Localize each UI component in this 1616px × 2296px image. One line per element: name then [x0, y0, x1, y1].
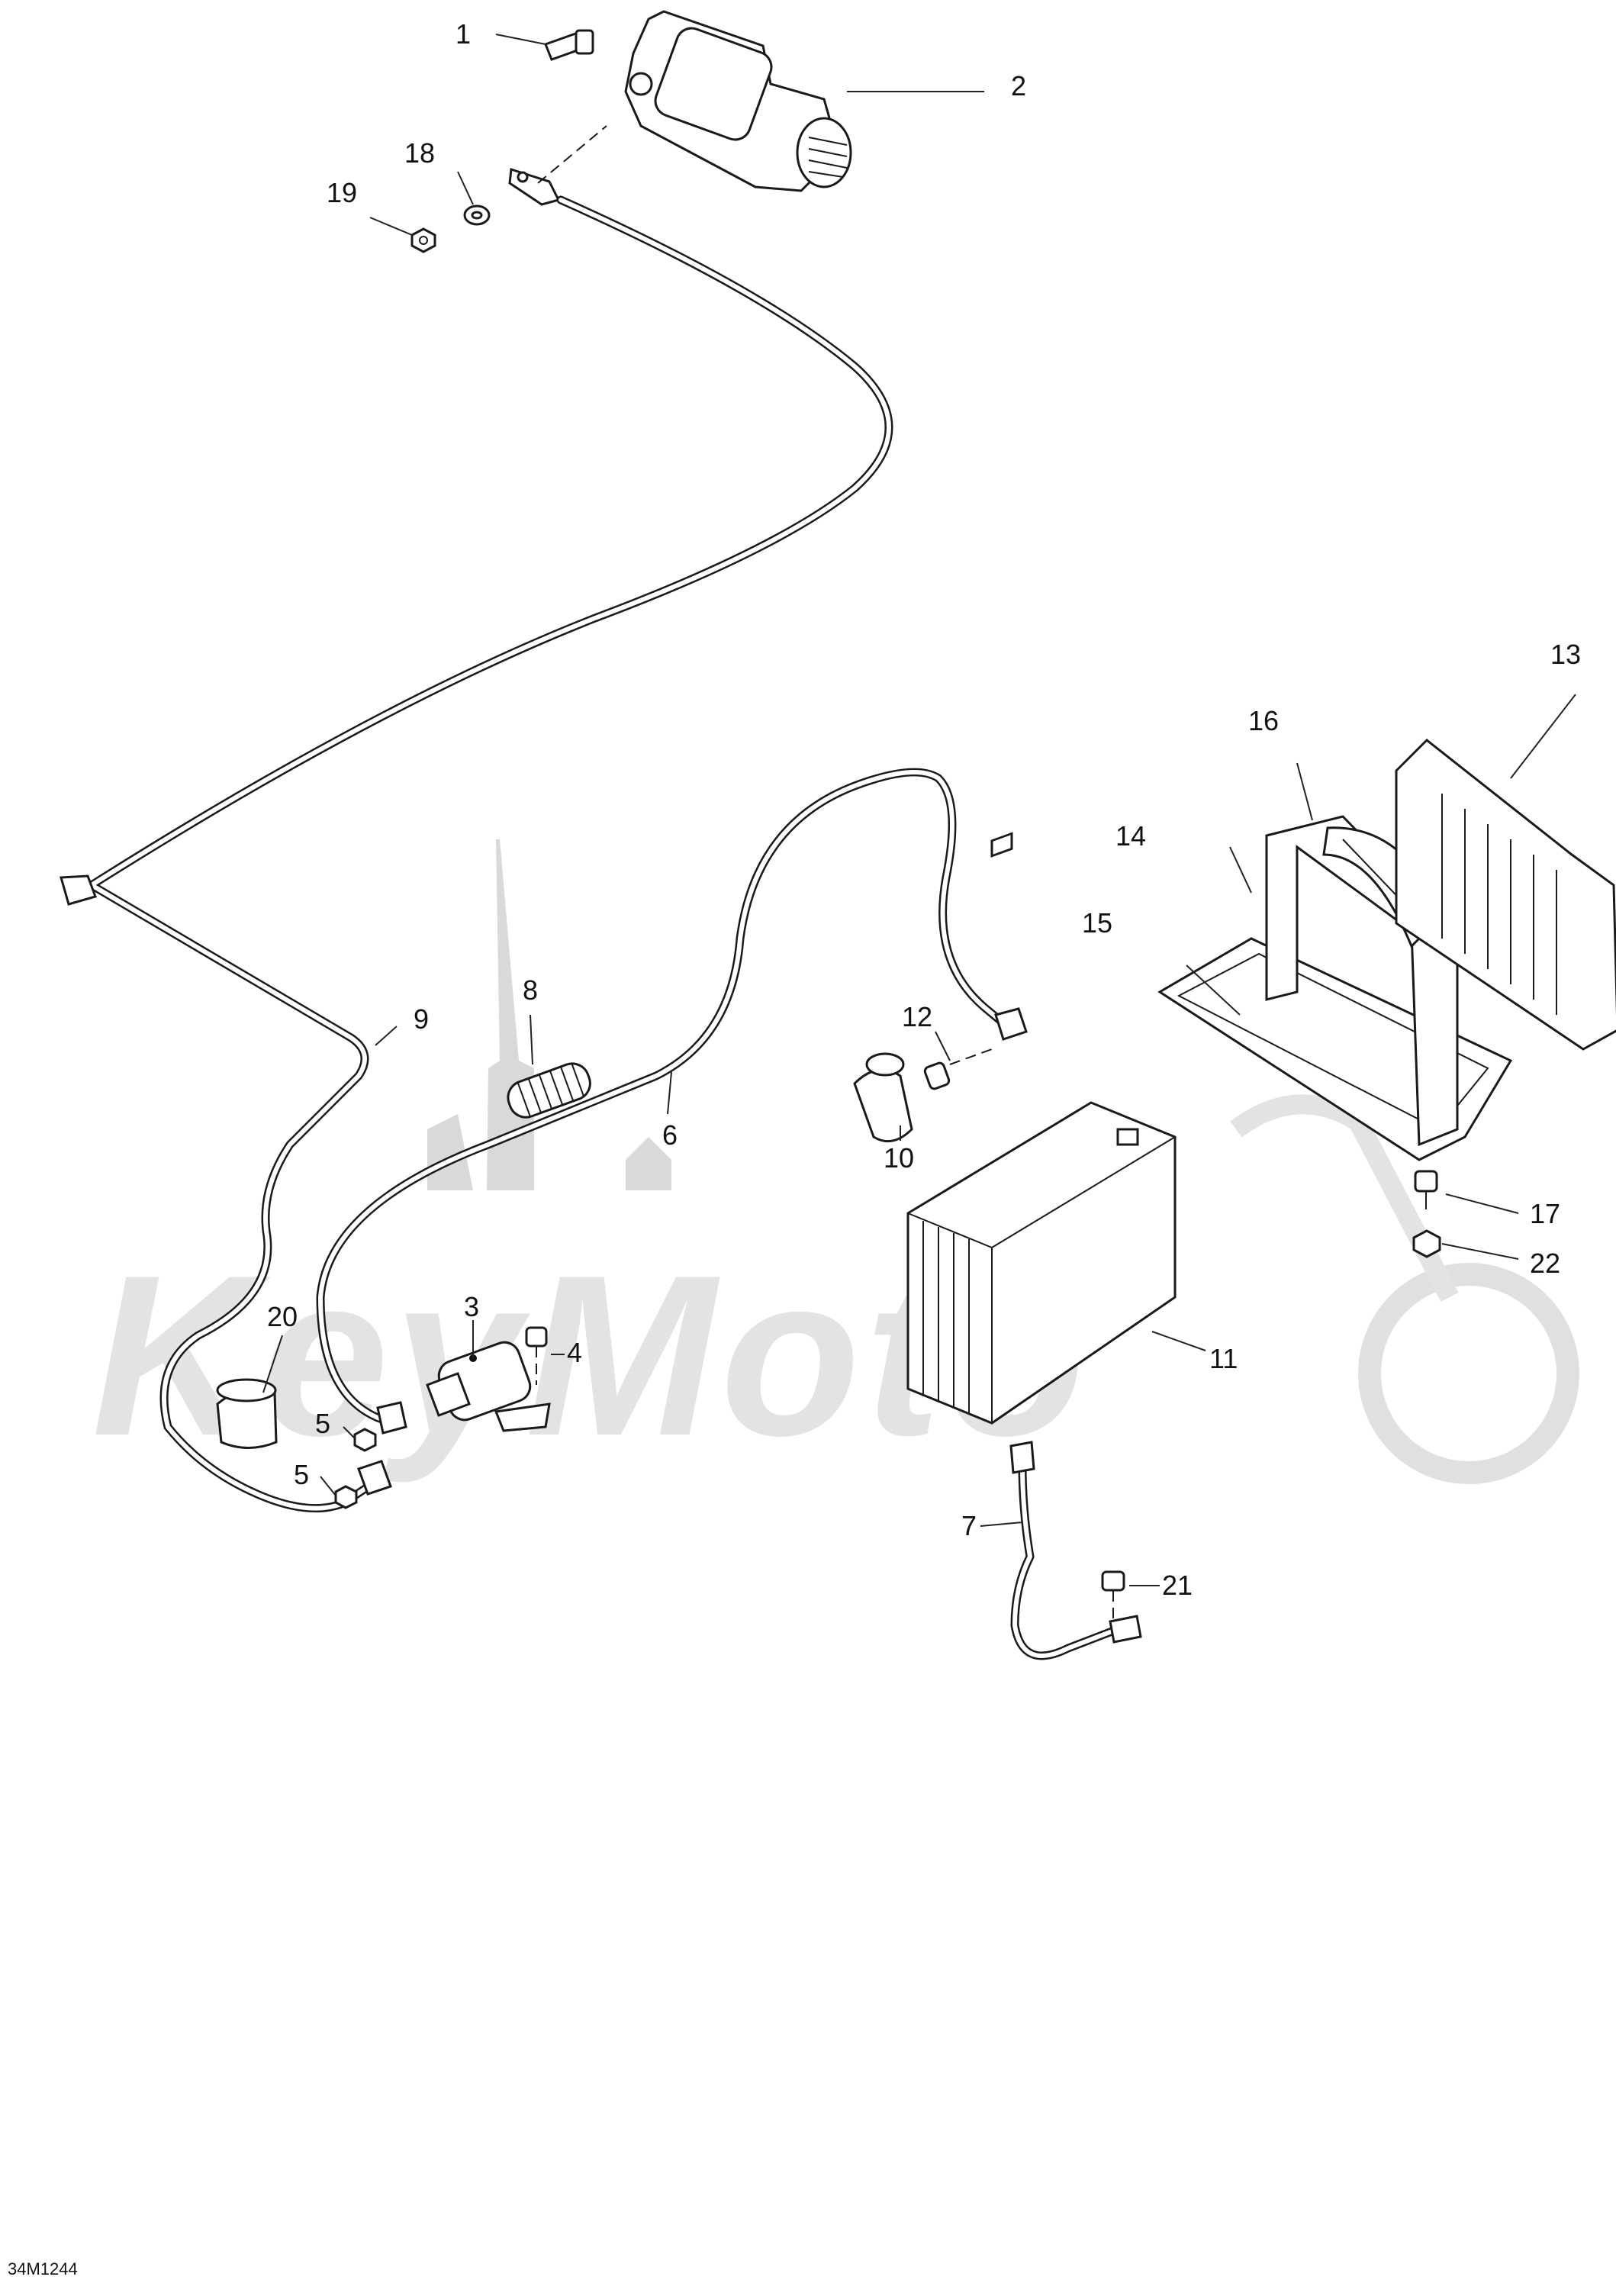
ground-cable-7	[1009, 1441, 1142, 1660]
callout-5b: 5	[294, 1459, 309, 1490]
bolt-21	[1101, 1570, 1125, 1621]
bolt-1	[544, 29, 594, 61]
positive-cable-9	[60, 195, 893, 1513]
callout-2: 2	[1011, 70, 1026, 101]
starter-solenoid-3	[426, 1341, 551, 1432]
callout-18: 18	[404, 137, 435, 169]
cable-6	[316, 768, 1028, 1435]
callout-22: 22	[1530, 1248, 1560, 1279]
nut-5-lower	[334, 1485, 358, 1509]
washer-18	[463, 204, 491, 226]
callout-13: 13	[1550, 639, 1581, 670]
callout-20: 20	[267, 1301, 298, 1332]
callout-4: 4	[567, 1337, 582, 1368]
callout-21: 21	[1162, 1570, 1193, 1601]
starter-motor	[624, 10, 852, 192]
leader-lines	[262, 34, 1576, 1586]
battery-11	[906, 832, 1177, 1425]
callouts: 1 2 3 4 5 5 6 7 8 9 10 11 12 13 14 15 16…	[267, 18, 1581, 1601]
callout-9: 9	[414, 1003, 429, 1035]
callout-8: 8	[523, 974, 538, 1006]
watermark-motorcycle	[1230, 1094, 1459, 1303]
bolt-12	[923, 1048, 993, 1090]
figure-code: 34M1244	[8, 2259, 78, 2278]
callout-14: 14	[1115, 820, 1146, 852]
watermark-wheel	[1358, 1263, 1579, 1484]
callout-10: 10	[884, 1142, 914, 1174]
nut-22	[1412, 1229, 1441, 1258]
callout-17: 17	[1530, 1198, 1560, 1229]
callout-1: 1	[456, 18, 471, 50]
terminal-cover-20	[216, 1378, 278, 1449]
cable-terminal-top	[508, 125, 607, 206]
bolt-4	[525, 1326, 548, 1385]
callout-5a: 5	[315, 1408, 330, 1439]
nut-19	[410, 227, 436, 253]
callout-3: 3	[464, 1291, 479, 1322]
grommet-8	[507, 1062, 591, 1119]
watermark-church-silhouette	[427, 839, 671, 1190]
callout-6: 6	[662, 1119, 678, 1151]
callout-16: 16	[1248, 705, 1279, 736]
watermark: KeyMoto	[92, 839, 1579, 1485]
callout-12: 12	[902, 1001, 932, 1032]
callout-15: 15	[1082, 907, 1112, 939]
battery-cover-13	[1395, 738, 1616, 1051]
callout-7: 7	[961, 1510, 977, 1541]
terminal-cover-10	[853, 1052, 913, 1143]
nut-5-upper	[353, 1428, 377, 1452]
bolt-17	[1414, 1170, 1438, 1209]
callout-19: 19	[327, 177, 357, 208]
callout-11: 11	[1209, 1343, 1238, 1374]
